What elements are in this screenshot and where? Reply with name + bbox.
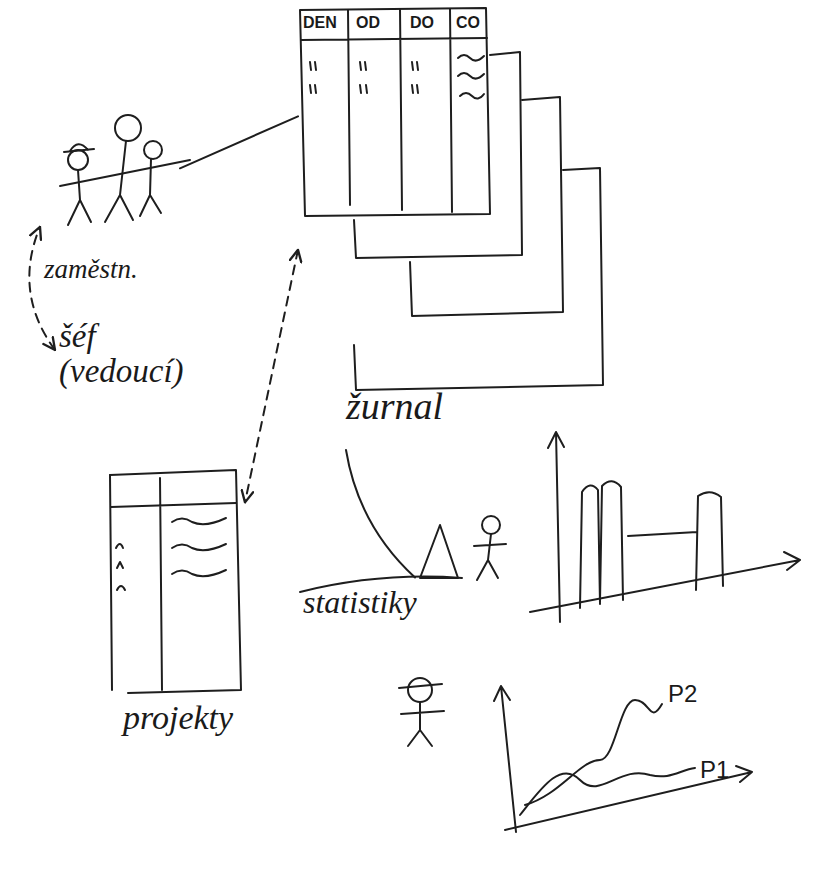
node-label: statistiky [303,586,417,620]
figure-head [144,141,162,159]
chart-bar [628,492,723,590]
table-cell-marks [310,62,418,93]
figure-body [474,534,506,580]
table-header: DEN [303,14,337,32]
table-scribble [458,55,484,99]
table-header: DO [410,14,434,32]
triangle-symbol [420,525,458,578]
figure-body [399,684,444,746]
connector-line [180,116,298,168]
node-label: šéf (vedoucí) [59,319,195,388]
statistics-node: statistiky [415,510,510,585]
table-outline [110,470,241,693]
figure-body [68,170,91,225]
figure-hat [64,144,94,152]
series-line [525,700,662,805]
table-cell-marks [116,544,125,590]
dashed-connector [29,227,55,350]
projects-table [110,470,241,693]
projects-node: projekty [105,468,245,755]
journal-sheets [300,8,603,390]
series-label: P2 [668,680,697,708]
table-outline [300,8,490,216]
employees-node: zaměstn. [40,100,180,295]
table-scribble [172,518,226,576]
table-grid [301,9,487,212]
figure-body [105,141,133,222]
chart-axis [530,552,800,612]
journal-node: žurnal [298,5,618,450]
sheet-outline [354,52,522,258]
table-header: CO [456,14,480,32]
node-label: žurnal [346,387,443,427]
series-label: P1 [700,756,729,784]
figure-head [68,150,88,170]
chart-bar [580,481,623,608]
statistics-icon [300,516,506,592]
dashed-connector [245,250,298,503]
node-label: zaměstn. [44,255,138,283]
figure-arms [60,160,190,186]
series-line [520,768,695,815]
bar-chart [530,432,800,622]
connector-line [346,450,415,578]
figure-head [408,678,432,702]
node-label: projekty [123,700,233,736]
chart-axis [548,432,564,622]
figure-head [115,115,141,141]
chart-axis [494,686,516,832]
line-chart [399,678,752,832]
table-grid [110,475,236,690]
table-header: OD [356,14,380,32]
sheet-outline [410,97,563,316]
employee-figures [60,115,190,225]
sheet-outline [354,168,603,390]
figure-head [482,516,500,534]
boss-node: šéf (vedoucí) [55,315,195,415]
